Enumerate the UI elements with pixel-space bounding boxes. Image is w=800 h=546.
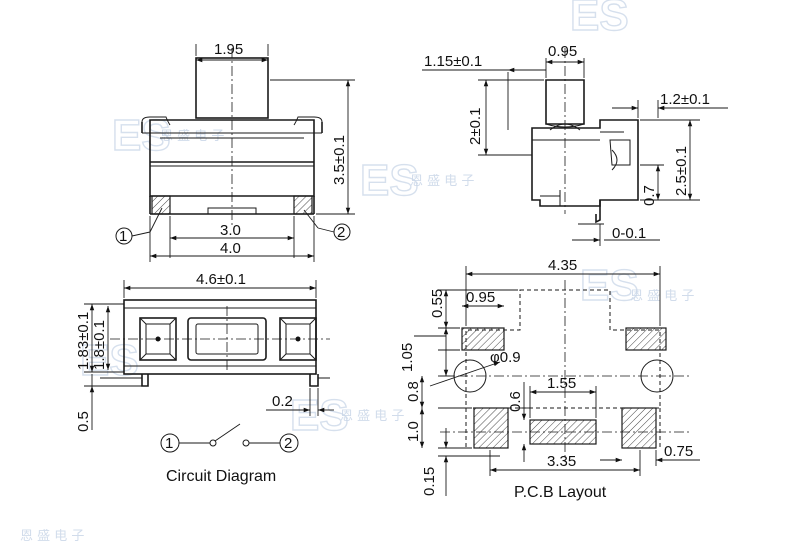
svg-text:恩 盛 电 子: 恩 盛 电 子 [160,129,224,144]
dim-side-lead-height: 0.7 [641,185,658,206]
dim-pcb-08: 0.8 [405,381,422,402]
circuit-switch-lever [214,423,241,442]
bottom-view-body [123,299,317,375]
dim-pcb-06: 0.6 [507,391,524,412]
svg-text:ES: ES [580,261,639,310]
side-view-body [531,119,639,207]
circuit-caption: Circuit Diagram [166,468,276,485]
circuit-diagram: 1 2 Circuit Diagram [160,423,299,485]
dim-pcb-075: 0.75 [664,443,693,460]
dim-side-stem-offset: 1.15±0.1 [424,53,482,70]
svg-text:恩 盛 电 子: 恩 盛 电 子 [410,174,474,189]
svg-text:恩 盛 电 子: 恩 盛 电 子 [20,529,84,544]
circuit-terminal-2 [279,433,299,453]
pcb-layout: 4.35 0.95 0.55 1.05 φ0.9 0.8 1.0 0.15 [399,257,700,501]
svg-text:ES: ES [112,111,171,160]
watermark: ES 恩 盛 电 子 ES 恩 盛 电 子 ES ES 恩 盛 电 子 ES 恩… [20,0,694,544]
dim-pcb-total: 4.35 [548,257,577,274]
dim-side-body-offset: 1.2±0.1 [660,91,710,108]
svg-text:ES: ES [570,0,629,40]
dim-bottom-height-2: 1.8±0.1 [91,320,108,370]
svg-text:1: 1 [119,228,127,245]
svg-text:2: 2 [337,224,345,241]
dim-pcb-105: 1.05 [399,343,416,372]
pcb-caption: P.C.B Layout [514,484,607,501]
dim-top-stem-width: 1.95 [214,41,243,58]
dim-side-stem-width: 0.95 [548,43,577,60]
bottom-view: 4.6±0.1 1.83±0.1 1.8±0.1 0.5 0.2 [75,271,334,432]
dim-bottom-lead-length: 0.2 [272,393,293,410]
pcb-pad-top-left [461,327,505,351]
dim-top-outer: 4.0 [220,240,241,257]
dim-pcb-155: 1.55 [547,375,576,392]
pcb-pad-bottom-left [473,407,509,449]
svg-text:ES: ES [360,156,419,205]
dim-pcb-top: 0.55 [429,289,446,318]
side-view: 0.95 1.15±0.1 2±0.1 1.2±0.1 2.5±0.1 0.7 … [422,43,728,246]
dim-side-stem-height: 2±0.1 [467,108,484,145]
svg-text:恩 盛 电 子: 恩 盛 电 子 [630,289,694,304]
pcb-pad-bottom-right [621,407,657,449]
svg-text:2: 2 [284,435,292,452]
dim-pcb-10: 1.0 [405,421,422,442]
dim-top-inner: 3.0 [220,222,241,239]
dim-side-body-height: 2.5±0.1 [673,146,690,196]
dim-pcb-015: 0.15 [421,467,438,496]
svg-text:1: 1 [165,435,173,452]
dim-bottom-lead-thickness: 0.5 [75,411,92,432]
dim-pcb-335: 3.35 [547,453,576,470]
dim-pcb-hole-dia: φ0.9 [490,349,521,366]
svg-text:恩 盛 电 子: 恩 盛 电 子 [340,409,404,424]
dim-pcb-pad-width: 0.95 [466,289,495,306]
dim-bottom-height-1: 1.83±0.1 [75,312,92,370]
pcb-pad-top-right [625,327,667,351]
dim-top-height: 3.5±0.1 [331,135,348,185]
top-view-terminal-left [151,195,171,215]
dim-bottom-width: 4.6±0.1 [196,271,246,288]
top-view-terminal-right [293,195,313,215]
svg-text:ES: ES [290,391,349,440]
top-view: 1.95 3.5±0.1 3.0 4.0 1 2 [115,41,355,262]
dim-side-lead-offset: 0-0.1 [612,225,646,242]
